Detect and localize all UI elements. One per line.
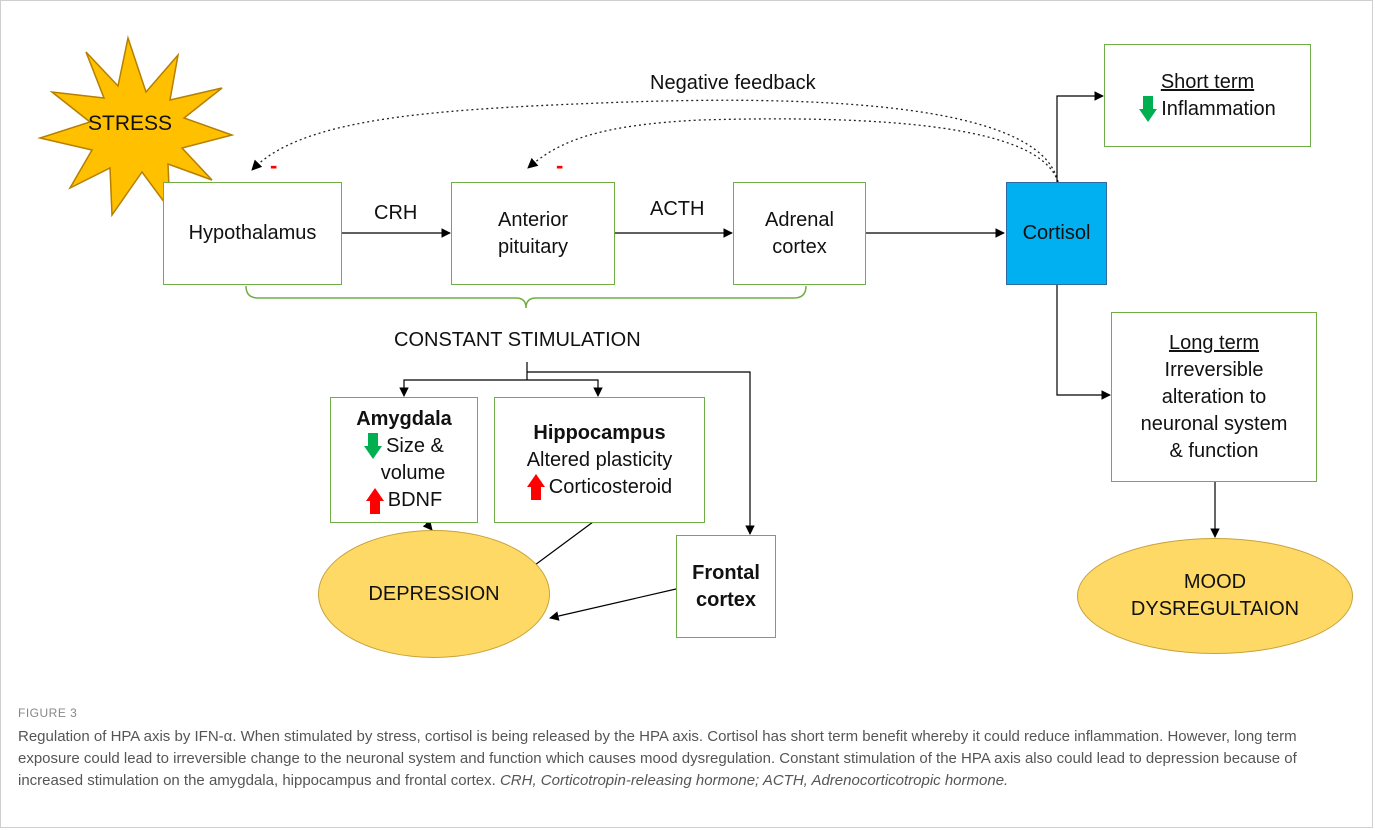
caption-abbreviations: CRH, Corticotropin-releasing hormone; AC… — [499, 772, 1009, 789]
arrow-short-term — [1056, 91, 1104, 182]
short-term-box: Short term Inflammation — [1104, 44, 1311, 147]
starburst-icon — [37, 35, 235, 218]
figure-number: FIGURE 3 — [18, 706, 78, 720]
depression-label: DEPRESSION — [368, 582, 500, 605]
negative-feedback-label: Negative feedback — [650, 72, 816, 94]
long-term-box: Long term Irreversible alteration to neu… — [1111, 312, 1317, 482]
amygdala-box: Amygdala Size & volume BDNF — [330, 397, 478, 523]
long-term-title: Long term — [1168, 331, 1260, 354]
long-term-line1: Irreversible — [1164, 358, 1264, 381]
cortisol-box: Cortisol — [1006, 182, 1107, 285]
mood-line2: DYSREGULTAION — [1130, 598, 1300, 620]
mood-dysregulation-ellipse: MOOD DYSREGULTAION — [1077, 538, 1353, 654]
stress-label: STRESS — [88, 112, 173, 135]
long-term-line3: neuronal system — [1140, 412, 1288, 435]
feedback-curve-hypothalamus — [251, 99, 1059, 183]
hippocampus-line2: Corticosteroid — [548, 475, 673, 498]
constant-stimulation-brace — [245, 285, 807, 309]
amygdala-line2: volume — [380, 462, 446, 484]
constant-stimulation-label: CONSTANT STIMULATION — [394, 329, 641, 351]
adrenal-cortex-line1: Adrenal — [765, 208, 834, 231]
diagram-canvas — [37, 35, 1220, 621]
inhibit-symbol-pituitary: - — [556, 153, 564, 178]
arrow-to-frontal — [527, 371, 755, 535]
anterior-pituitary-line1: Anterior — [497, 208, 569, 231]
adrenal-cortex-line2: cortex — [772, 235, 827, 258]
mood-line1: MOOD — [1183, 571, 1247, 593]
anterior-pituitary-box: Anterior pituitary — [451, 182, 615, 285]
crh-label: CRH — [374, 202, 418, 224]
long-term-line2: alteration to — [1161, 385, 1267, 408]
up-arrow-icon — [365, 487, 384, 514]
hippocampus-box: Hippocampus Altered plasticity Corticost… — [494, 397, 705, 523]
cortisol-label: Cortisol — [1022, 222, 1091, 244]
anterior-pituitary-line2: pituitary — [497, 235, 569, 258]
acth-label: ACTH — [650, 198, 705, 220]
feedback-curve-pituitary — [527, 118, 1059, 183]
down-arrow-icon — [1139, 96, 1158, 122]
frontal-cortex-box: Frontal cortex — [676, 535, 776, 638]
amygdala-title: Amygdala — [356, 408, 452, 430]
hypothalamus-box: Hypothalamus — [163, 182, 342, 285]
caption-text: Regulation of HPA axis by IFN-α. When st… — [18, 728, 1297, 789]
hippocampus-title: Hippocampus — [533, 421, 666, 444]
long-term-line4: & function — [1169, 439, 1259, 462]
up-arrow-icon — [526, 474, 545, 500]
short-term-title: Short term — [1160, 70, 1255, 93]
adrenal-cortex-box: Adrenal cortex — [733, 182, 866, 285]
inhibit-symbol-hypothalamus: - — [270, 153, 278, 178]
amygdala-line3: BDNF — [387, 489, 443, 511]
down-arrow-icon — [364, 433, 383, 459]
hypothalamus-label: Hypothalamus — [188, 222, 317, 244]
arrow-to-hippocampus — [527, 379, 603, 397]
figure-caption: FIGURE 3 Regulation of HPA axis by IFN-α… — [18, 706, 1353, 792]
arrow-frontal-depression — [549, 588, 677, 621]
hippocampus-line1: Altered plasticity — [526, 448, 673, 471]
amygdala-line1: Size & — [386, 435, 444, 457]
caption-body: Regulation of HPA axis by IFN-α. When st… — [18, 726, 1353, 792]
arrow-long-term — [1056, 284, 1111, 400]
frontal-cortex-line1: Frontal — [692, 561, 760, 584]
depression-ellipse: DEPRESSION — [318, 530, 550, 658]
frontal-cortex-line2: cortex — [695, 588, 757, 611]
short-term-text: Inflammation — [1161, 97, 1276, 120]
arrow-to-amygdala — [399, 379, 527, 397]
